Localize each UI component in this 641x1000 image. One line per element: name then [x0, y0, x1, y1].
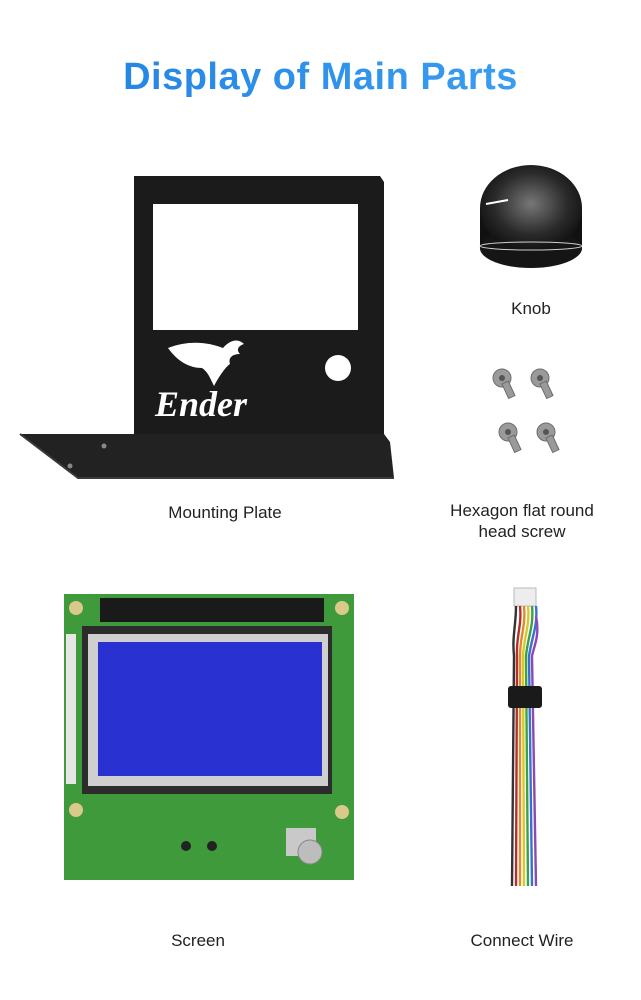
page-title: Display of Main Parts: [0, 56, 641, 99]
mounting-plate-image: Ender: [19, 176, 394, 479]
connect-wire-label: Connect Wire: [470, 931, 574, 950]
screen-image: [64, 594, 354, 880]
screen-label: Screen: [171, 931, 225, 950]
knob-image: [479, 165, 583, 268]
knob-label: Knob: [511, 299, 551, 318]
screw-label-line2: head screw: [478, 522, 566, 541]
screw-label-line1: Hexagon flat round: [450, 501, 594, 520]
screws-image: [492, 368, 560, 454]
mounting-plate-label: Mounting Plate: [168, 503, 282, 522]
connect-wire-image: [508, 587, 542, 886]
screw-label: Hexagon flat round head screw: [420, 500, 624, 542]
dragon-logo-icon: [168, 340, 244, 386]
ender-brand-text: Ender: [154, 384, 248, 424]
